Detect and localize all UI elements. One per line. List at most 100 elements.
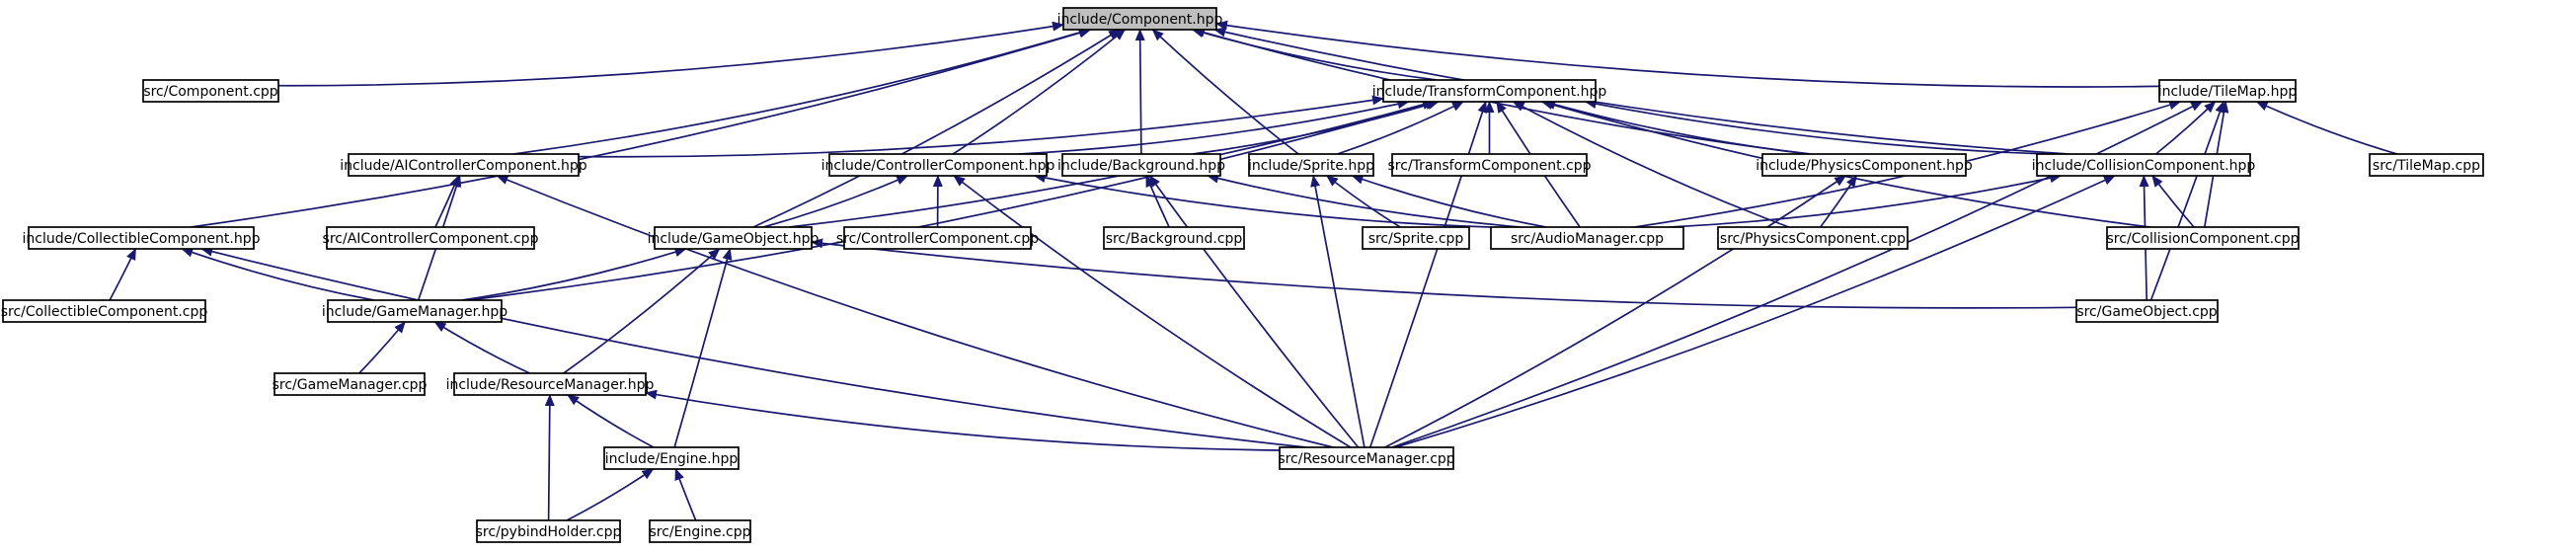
edge-pybind_cpp-to-resourcemanager_hpp [544, 394, 555, 521]
node-box [1248, 153, 1374, 177]
node-label: src/AudioManager.cpp [1511, 231, 1664, 247]
node-box [2369, 153, 2484, 177]
edge-audiomanager_cpp-to-controller_hpp [1033, 173, 1492, 228]
node-label: include/ControllerComponent.hpp [821, 158, 1055, 174]
edge-resourcemanager_cpp-to-sprite_hpp [1310, 175, 1366, 448]
node-resourcemanager-cpp[interactable]: src/ResourceManager.cpp [1278, 446, 1455, 470]
node-label: include/Engine.hpp [605, 451, 739, 467]
node-physics-cpp[interactable]: src/PhysicsComponent.cpp [1717, 226, 1909, 250]
edge-gamemanager_hpp-to-collectible_hpp [181, 247, 374, 301]
edge-audiomanager_cpp-to-background_hpp [1207, 173, 1522, 228]
edge-audiomanager_cpp-to-sprite_hpp [1351, 174, 1547, 228]
edge-gameobject_hpp-to-transform_hpp [789, 100, 1435, 228]
edge-engine_hpp-to-gameobject_hpp [673, 248, 733, 448]
edge-resourcemanager_cpp-to-physics_hpp [1384, 175, 1847, 448]
edge-physics_cpp-to-transform_hpp [1512, 101, 1790, 228]
node-box [453, 372, 647, 396]
node-component-cpp[interactable]: src/Component.cpp [142, 79, 279, 103]
node-collision-hpp[interactable]: include/CollisionComponent.hpp [2032, 153, 2256, 177]
edge-component_cpp-to-component_hpp [277, 21, 1064, 87]
node-transform-cpp[interactable]: src/TransformComponent.cpp [1388, 153, 1592, 177]
node-label: include/CollisionComponent.hpp [2032, 158, 2256, 174]
edge-collectible_hpp-to-component_hpp [190, 28, 1092, 228]
node-box [1382, 79, 1597, 103]
edge-aicontroller_hpp-to-transform_hpp [578, 95, 1384, 158]
node-label: src/TransformComponent.cpp [1388, 158, 1592, 174]
node-resourcemanager-hpp[interactable]: include/ResourceManager.hpp [446, 372, 655, 396]
node-box [142, 79, 279, 103]
node-label: src/Sprite.cpp [1368, 231, 1464, 247]
node-controller-hpp[interactable]: include/ControllerComponent.hpp [821, 153, 1055, 177]
node-label: include/TransformComponent.hpp [1372, 84, 1607, 100]
node-background-hpp[interactable]: include/Background.hpp [1057, 153, 1225, 177]
node-gameobject-hpp[interactable]: include/GameObject.hpp [648, 226, 820, 250]
edge-background_hpp-to-component_hpp [1134, 29, 1145, 155]
edge-collision_cpp-to-collision_hpp [2151, 175, 2195, 228]
edge-physics_hpp-to-transform_hpp [1543, 100, 1810, 155]
node-engine-hpp[interactable]: include/Engine.hpp [603, 446, 740, 470]
node-box [649, 519, 751, 543]
node-aicontroller-hpp[interactable]: include/AIControllerComponent.hpp [340, 153, 587, 177]
edge-sprite_hpp-to-component_hpp [1151, 29, 1299, 155]
node-box [603, 446, 740, 470]
node-sprite-hpp[interactable]: include/Sprite.hpp [1248, 153, 1374, 177]
node-label: src/pybindHolder.cpp [476, 524, 622, 540]
node-transform-hpp[interactable]: include/TransformComponent.hpp [1372, 79, 1607, 103]
node-box [1490, 226, 1684, 250]
edge-controller_hpp-to-transform_hpp [1018, 99, 1410, 155]
node-pybind-cpp[interactable]: src/pybindHolder.cpp [476, 519, 622, 543]
node-background-cpp[interactable]: src/Background.cpp [1103, 226, 1245, 250]
node-collectible-cpp[interactable]: src/CollectibleComponent.cpp [1, 299, 208, 323]
node-label: src/Component.cpp [143, 84, 277, 100]
edge-gamemanager_hpp-to-transform_hpp [467, 100, 1438, 301]
edge-tilemap_hpp-to-component_hpp [1215, 20, 2160, 88]
edge-gamemanager_cpp-to-gamemanager_hpp [358, 321, 406, 374]
node-label: src/CollectibleComponent.cpp [1, 304, 208, 320]
edge-collision_hpp-to-tilemap_hpp [2154, 101, 2217, 155]
node-box [2075, 299, 2219, 323]
node-component-hpp[interactable]: include/Component.hpp [1057, 7, 1223, 31]
node-gamemanager-cpp[interactable]: src/GameManager.cpp [273, 372, 428, 396]
edge-collision_hpp-to-transform_hpp [1584, 99, 2048, 155]
node-box [326, 226, 535, 250]
node-box [2106, 226, 2300, 250]
node-box [28, 226, 255, 250]
node-box [1061, 153, 1221, 177]
edge-engine_cpp-to-engine_hpp [674, 468, 697, 521]
node-label: include/CollectibleComponent.hpp [22, 231, 260, 247]
node-box [1279, 446, 1454, 470]
node-tilemap-cpp[interactable]: src/TileMap.cpp [2369, 153, 2484, 177]
node-engine-cpp[interactable]: src/Engine.cpp [649, 519, 751, 543]
edge-collectible_cpp-to-collectible_hpp [109, 248, 137, 301]
node-box [1717, 226, 1909, 250]
node-label: include/Sprite.hpp [1248, 158, 1374, 174]
node-gameobject-cpp[interactable]: src/GameObject.cpp [2075, 299, 2219, 323]
node-label: include/GameManager.hpp [322, 304, 507, 320]
node-label: src/AIControllerComponent.cpp [323, 231, 539, 247]
node-box [2, 299, 206, 323]
node-controller-cpp[interactable]: src/ControllerComponent.cpp [836, 226, 1039, 250]
edge-controller_hpp-to-component_hpp [952, 29, 1127, 155]
edge-resourcemanager_cpp-to-background_hpp [1148, 175, 1360, 448]
node-collision-cpp[interactable]: src/CollisionComponent.cpp [2106, 226, 2300, 250]
edge-sprite_cpp-to-sprite_hpp [1326, 175, 1401, 228]
node-box [828, 153, 1048, 177]
node-aicontroller-cpp[interactable]: src/AIControllerComponent.cpp [323, 226, 539, 250]
node-label: include/ResourceManager.hpp [446, 377, 655, 393]
node-label: src/TileMap.cpp [2373, 158, 2480, 174]
node-gamemanager-hpp[interactable]: include/GameManager.hpp [322, 299, 507, 323]
node-physics-hpp[interactable]: include/PhysicsComponent.hpp [1756, 153, 1973, 177]
node-sprite-cpp[interactable]: src/Sprite.cpp [1362, 226, 1470, 250]
node-label: include/GameObject.hpp [648, 231, 820, 247]
node-label: src/Background.cpp [1106, 231, 1243, 247]
node-label: include/Component.hpp [1057, 12, 1223, 28]
nodes-layer: include/Component.hpp src/Component.cpp in… [1, 7, 2484, 543]
node-tilemap-hpp[interactable]: include/TileMap.hpp [2158, 79, 2298, 103]
node-box [654, 226, 813, 250]
edge-sprite_hpp-to-transform_hpp [1337, 101, 1464, 155]
node-label: include/TileMap.hpp [2158, 84, 2298, 100]
node-audiomanager-cpp[interactable]: src/AudioManager.cpp [1490, 226, 1684, 250]
node-collectible-hpp[interactable]: include/CollectibleComponent.hpp [22, 226, 261, 250]
edge-gameobject_hpp-to-controller_hpp [763, 175, 909, 228]
edge-resourcemanager_cpp-to-resourcemanager_hpp [645, 389, 1281, 451]
